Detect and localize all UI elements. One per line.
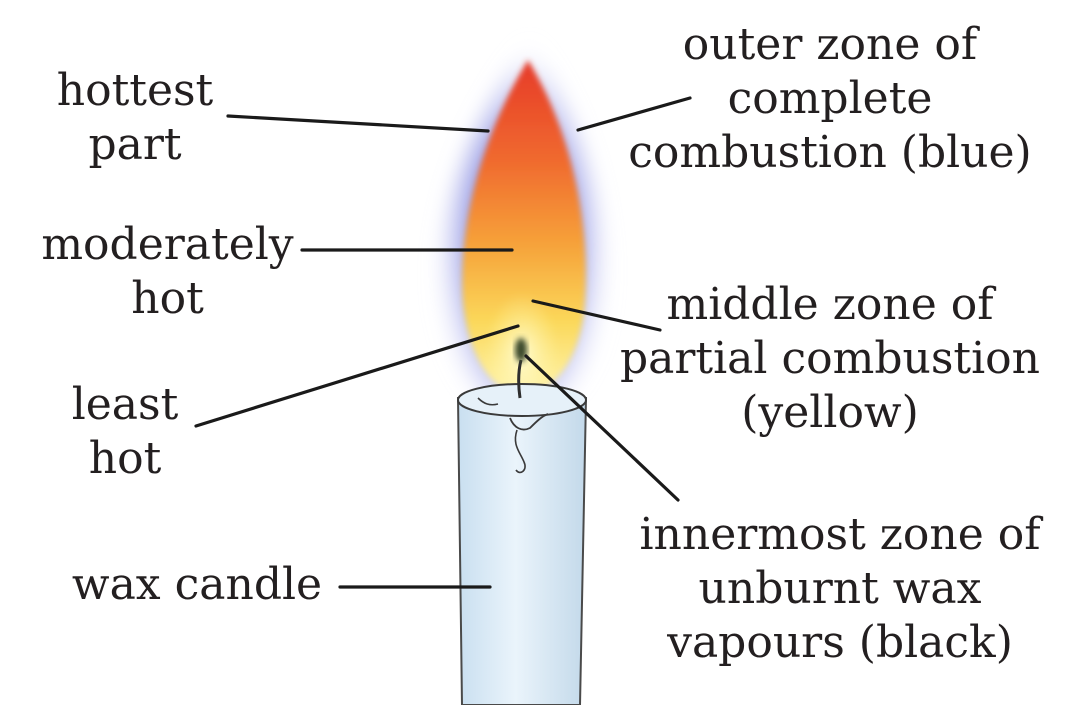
label-line: part [88, 119, 182, 170]
label-wax-candle: wax candle [62, 558, 332, 612]
label-line: least [71, 379, 179, 430]
label-line: wax candle [71, 559, 323, 610]
label-line: (yellow) [741, 387, 919, 438]
label-line: complete [727, 73, 933, 124]
label-outer-zone: outer zone of complete combustion (blue) [620, 18, 1040, 180]
leader-lines [194, 96, 692, 589]
label-line: unburnt wax [698, 563, 982, 614]
label-line: middle zone of [666, 279, 994, 330]
wax-candle-body [456, 383, 588, 705]
leader-hottest-part [226, 114, 490, 133]
label-middle-zone: middle zone of partial combustion (yello… [610, 278, 1050, 440]
label-line: moderately [41, 219, 294, 270]
label-line: hot [88, 433, 162, 484]
label-line: hottest [56, 65, 214, 116]
label-line: outer zone of [682, 19, 978, 70]
label-line: vapours (black) [667, 617, 1013, 668]
wick [515, 338, 527, 399]
label-line: combustion (blue) [628, 127, 1032, 178]
leader-outer-zone [576, 96, 692, 132]
leader-least-hot [194, 324, 520, 428]
label-least-hot: least hot [50, 378, 200, 486]
label-hottest-part: hottest part [50, 64, 220, 172]
label-line: hot [131, 273, 204, 324]
label-line: partial combustion [620, 333, 1040, 384]
flame-body [462, 60, 586, 395]
label-innermost-zone: innermost zone of unburnt wax vapours (b… [620, 508, 1060, 670]
label-line: innermost zone of [639, 509, 1041, 560]
label-moderately-hot: moderately hot [40, 218, 295, 326]
leader-middle-zone [531, 299, 662, 332]
leader-innermost-zone [524, 354, 680, 502]
